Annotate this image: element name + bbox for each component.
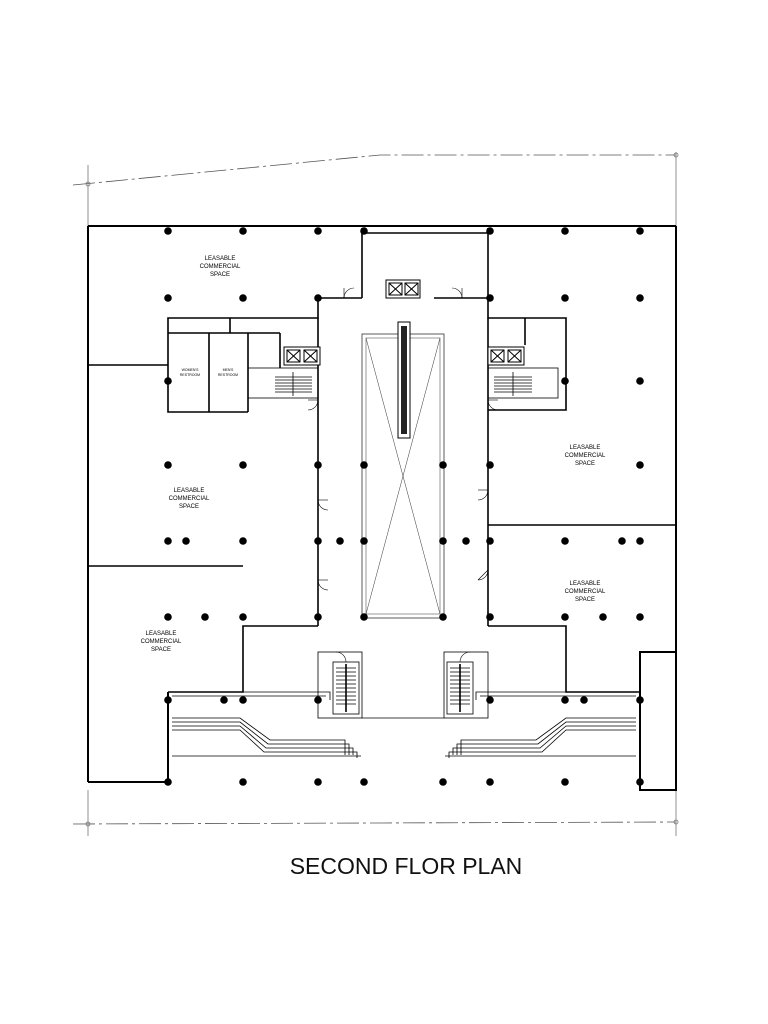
leasable-label-line3: SPACE — [179, 504, 199, 510]
leasable-label-line3: SPACE — [151, 647, 171, 653]
drawing-title: SECOND FLOR PLAN — [290, 853, 523, 879]
leasable-label-line2: COMMERCIAL — [141, 639, 182, 645]
leasable-label-line3: SPACE — [575, 461, 595, 467]
leasable-space-1: LEASABLE COMMERCIAL SPACE — [200, 256, 241, 278]
leasable-label-line3: SPACE — [575, 597, 595, 603]
stairs-lower — [317, 651, 489, 719]
womens-restroom: WOMEN'S RESTROOM — [180, 368, 200, 377]
leasable-label-line1: LEASABLE — [570, 581, 601, 587]
stairs-upper — [247, 367, 559, 399]
doors — [307, 287, 499, 663]
leasable-label-line1: LEASABLE — [174, 488, 205, 494]
leasable-label-line2: COMMERCIAL — [565, 453, 606, 459]
escalator — [397, 321, 411, 439]
leasable-label-line2: COMMERCIAL — [200, 264, 241, 270]
railings — [168, 691, 640, 758]
leasable-space-3: LEASABLE COMMERCIAL SPACE — [141, 631, 182, 653]
leasable-label-line2: COMMERCIAL — [169, 496, 210, 502]
leasable-label-line1: LEASABLE — [205, 256, 236, 262]
mens-restroom-line2: RESTROOM — [218, 373, 238, 377]
property-lines — [72, 154, 677, 825]
leasable-space-4: LEASABLE COMMERCIAL SPACE — [565, 445, 606, 467]
leasable-label-line2: COMMERCIAL — [565, 589, 606, 595]
leasable-label-line1: LEASABLE — [570, 445, 601, 451]
elevators — [283, 279, 525, 366]
mens-restroom: MEN'S RESTROOM — [218, 368, 238, 377]
leasable-label-line1: LEASABLE — [146, 631, 177, 637]
womens-restroom-line1: WOMEN'S — [182, 368, 199, 372]
womens-restroom-line2: RESTROOM — [180, 373, 200, 377]
exterior-walls — [87, 225, 677, 791]
structural-columns — [164, 227, 644, 786]
leasable-label-line3: SPACE — [210, 272, 230, 278]
leasable-space-2: LEASABLE COMMERCIAL SPACE — [169, 488, 210, 510]
leasable-space-5: LEASABLE COMMERCIAL SPACE — [565, 581, 606, 603]
mens-restroom-line1: MEN'S — [223, 368, 234, 372]
interior-walls — [88, 228, 676, 693]
